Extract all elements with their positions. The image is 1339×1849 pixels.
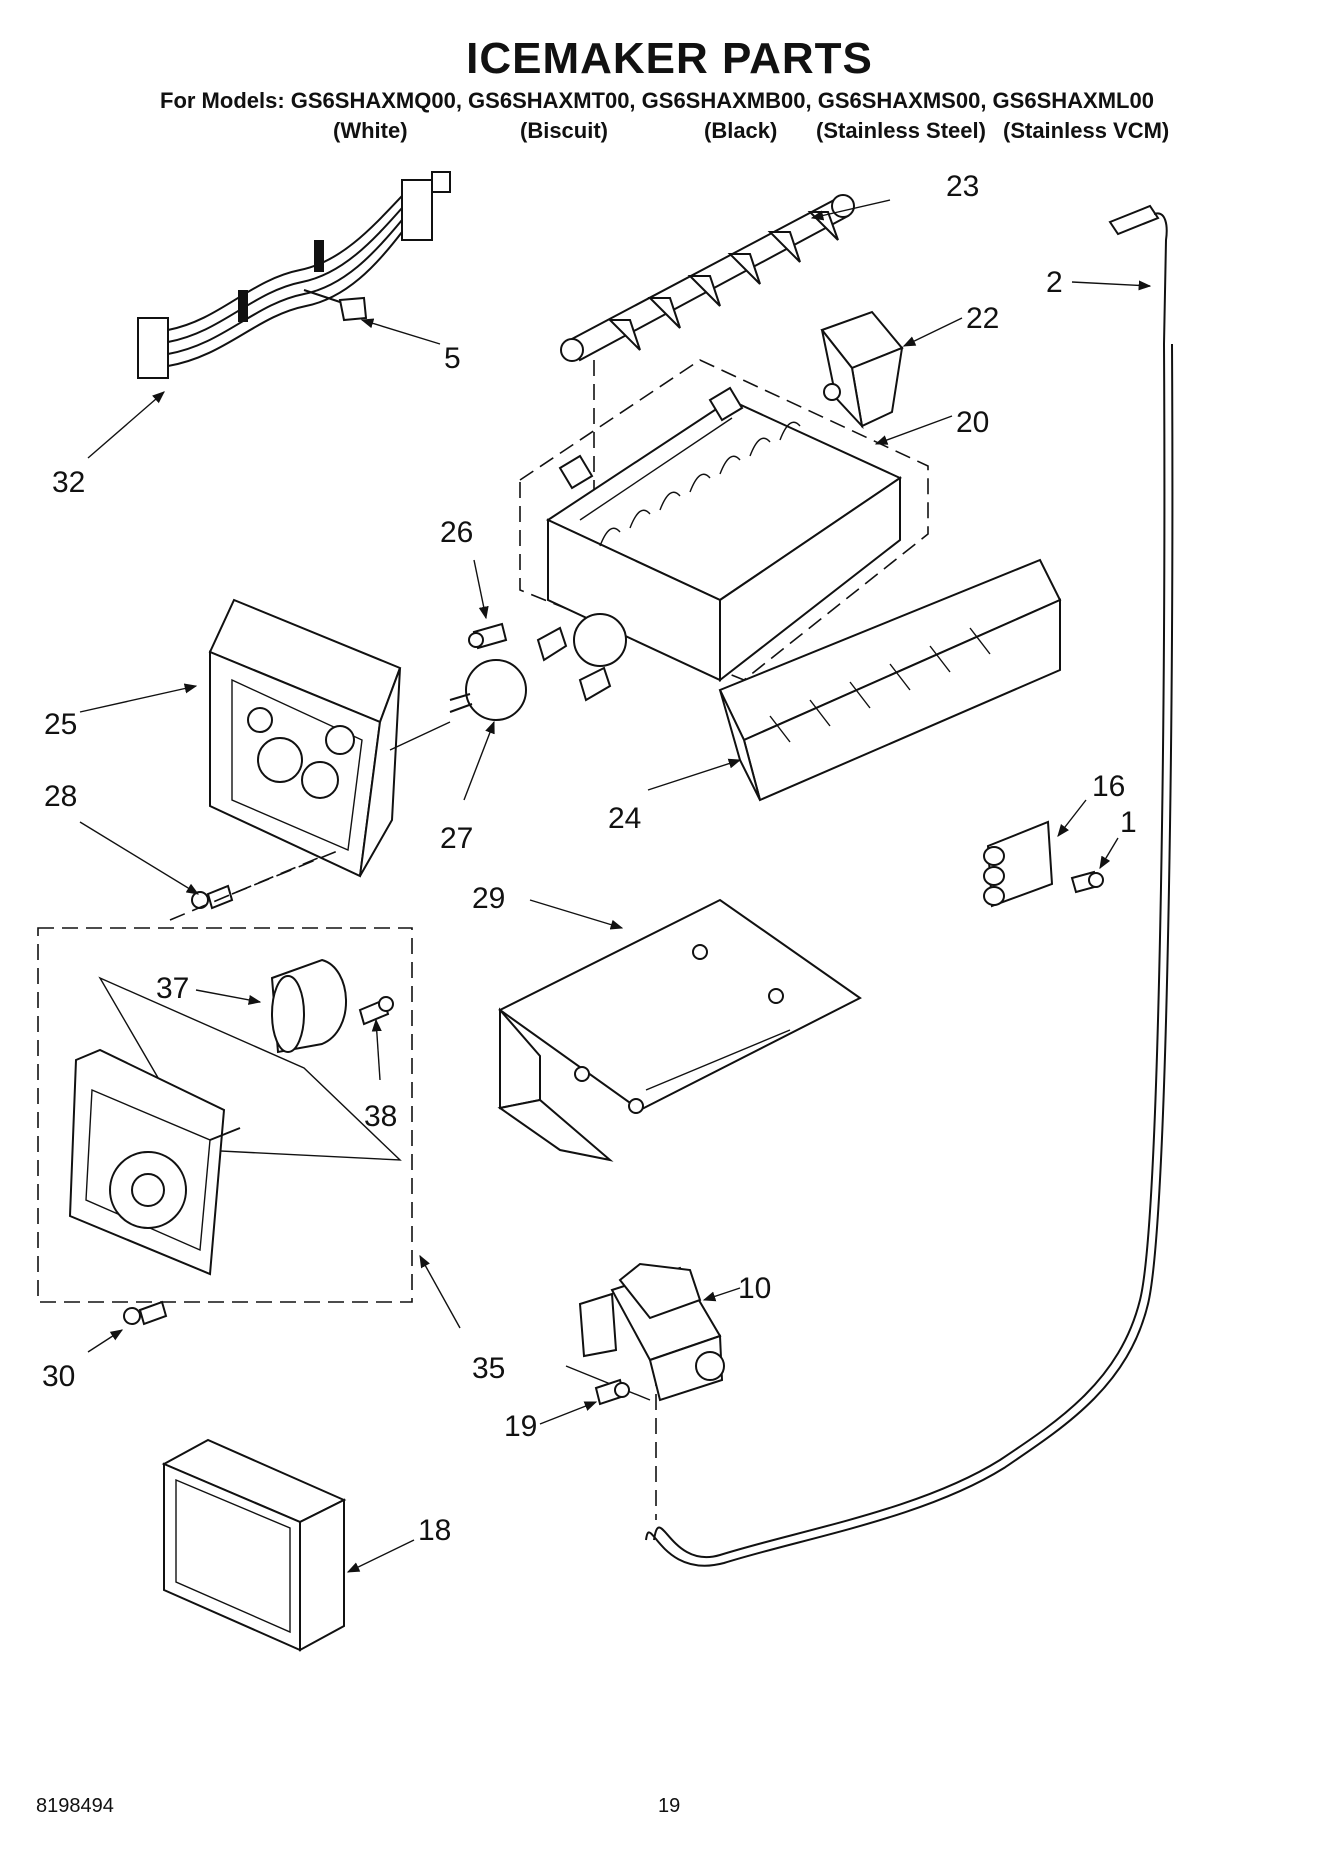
screw-part-38 — [358, 996, 394, 1026]
screw-part-26 — [468, 622, 508, 650]
bearing-part — [820, 310, 904, 430]
callout-37: 37 — [156, 972, 189, 1005]
callout-18: 18 — [418, 1514, 451, 1547]
callout-26: 26 — [440, 516, 473, 549]
mold-cover-part — [718, 558, 1062, 802]
mold-part — [536, 386, 903, 702]
callout-19: 19 — [504, 1410, 537, 1443]
callout-27: 27 — [440, 822, 473, 855]
callout-23: 23 — [946, 170, 979, 203]
callout-35: 35 — [472, 1352, 505, 1385]
ejector-part — [560, 194, 855, 362]
screw-part-19 — [594, 1378, 630, 1406]
shield-part — [497, 898, 862, 1162]
fill-tube-part — [645, 204, 1174, 1567]
finish-stainless-vcm: (Stainless VCM) — [1003, 118, 1170, 143]
page-title: ICEMAKER PARTS — [466, 34, 873, 83]
motor-part — [98, 958, 402, 1161]
callout-29: 29 — [472, 882, 505, 915]
thermostat-part — [449, 659, 527, 721]
icemaker-housing-part — [208, 598, 451, 878]
finish-black: (Black) — [704, 118, 778, 143]
wire-clip-part — [303, 289, 368, 322]
callout-16: 16 — [1092, 770, 1125, 803]
bracket-part — [983, 820, 1054, 908]
finish-stainless-steel: (Stainless Steel) — [816, 118, 986, 143]
access-cover-part — [161, 1438, 347, 1652]
callout-22: 22 — [966, 302, 999, 335]
finish-biscuit: (Biscuit) — [520, 118, 608, 143]
callout-32: 32 — [52, 466, 85, 499]
callout-1: 1 — [1120, 806, 1137, 839]
callout-28: 28 — [44, 780, 77, 813]
screw-part-1 — [1070, 870, 1104, 894]
callout-30: 30 — [42, 1360, 75, 1393]
models-line: For Models: GS6SHAXMQ00, GS6SHAXMT00, GS… — [160, 88, 1154, 113]
callout-25: 25 — [44, 708, 77, 741]
water-valve-part — [565, 1262, 725, 1402]
screw-part-30 — [123, 1300, 168, 1326]
callout-38: 38 — [364, 1100, 397, 1133]
callout-2: 2 — [1046, 266, 1063, 299]
motor-module-part — [68, 1048, 241, 1276]
document-number: 8198494 — [36, 1795, 114, 1817]
wiring-harness-part — [137, 171, 451, 379]
callout-20: 20 — [956, 406, 989, 439]
callout-5: 5 — [444, 342, 461, 375]
page-number: 19 — [658, 1795, 681, 1817]
finish-white: (White) — [333, 118, 408, 143]
callout-24: 24 — [608, 802, 641, 835]
callout-10: 10 — [738, 1272, 771, 1305]
